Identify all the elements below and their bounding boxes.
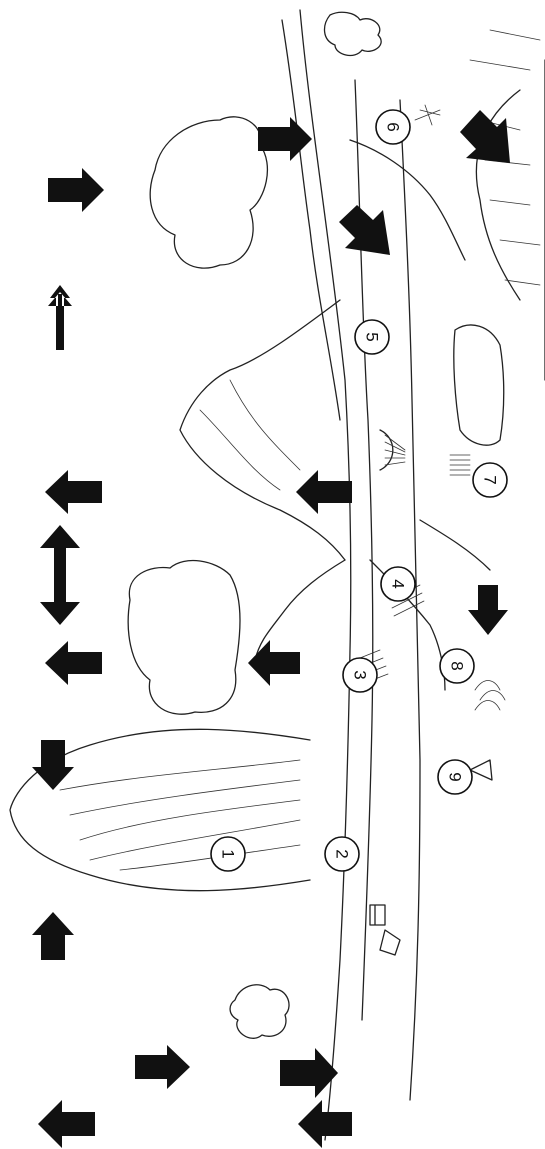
svg-text:9: 9 — [446, 772, 465, 781]
label-9: 9 — [438, 760, 472, 794]
label-7: 7 — [473, 463, 507, 497]
arrow-slope-down — [339, 205, 390, 255]
label-8: 8 — [440, 649, 474, 683]
svg-text:4: 4 — [389, 579, 408, 588]
svg-text:8: 8 — [448, 661, 467, 670]
arrow-ground-right-bottom — [280, 1048, 338, 1098]
svg-text:3: 3 — [351, 670, 370, 679]
label-2: 2 — [325, 837, 359, 871]
arrow-right-top — [48, 168, 104, 212]
label-3: 3 — [343, 658, 377, 692]
arrow-field-down — [468, 585, 508, 635]
arrow-down-1 — [32, 740, 74, 790]
svg-text:1: 1 — [219, 849, 238, 858]
arrow-left-bottom — [38, 1100, 95, 1148]
arrow-ground-left-bottom — [298, 1100, 352, 1148]
arrow-left-2 — [45, 641, 102, 685]
label-1: 1 — [211, 837, 245, 871]
arrow-up-2 — [32, 912, 74, 960]
arrow-rock-down — [460, 110, 510, 163]
svg-text:5: 5 — [363, 332, 382, 341]
svg-text:6: 6 — [384, 122, 403, 131]
label-6: 6 — [376, 110, 410, 144]
arrow-cloud-right — [258, 117, 312, 161]
arrow-up-1 — [48, 285, 72, 350]
label-4: 4 — [381, 567, 415, 601]
arrow-double — [40, 525, 80, 625]
arrow-ground-left-mid — [248, 640, 300, 686]
svg-text:2: 2 — [333, 849, 352, 858]
label-5: 5 — [355, 320, 389, 354]
svg-text:7: 7 — [481, 475, 500, 484]
arrow-left-1 — [45, 470, 102, 514]
arrow-right-lower — [135, 1045, 190, 1089]
arrow-ground-left-top — [296, 470, 352, 514]
